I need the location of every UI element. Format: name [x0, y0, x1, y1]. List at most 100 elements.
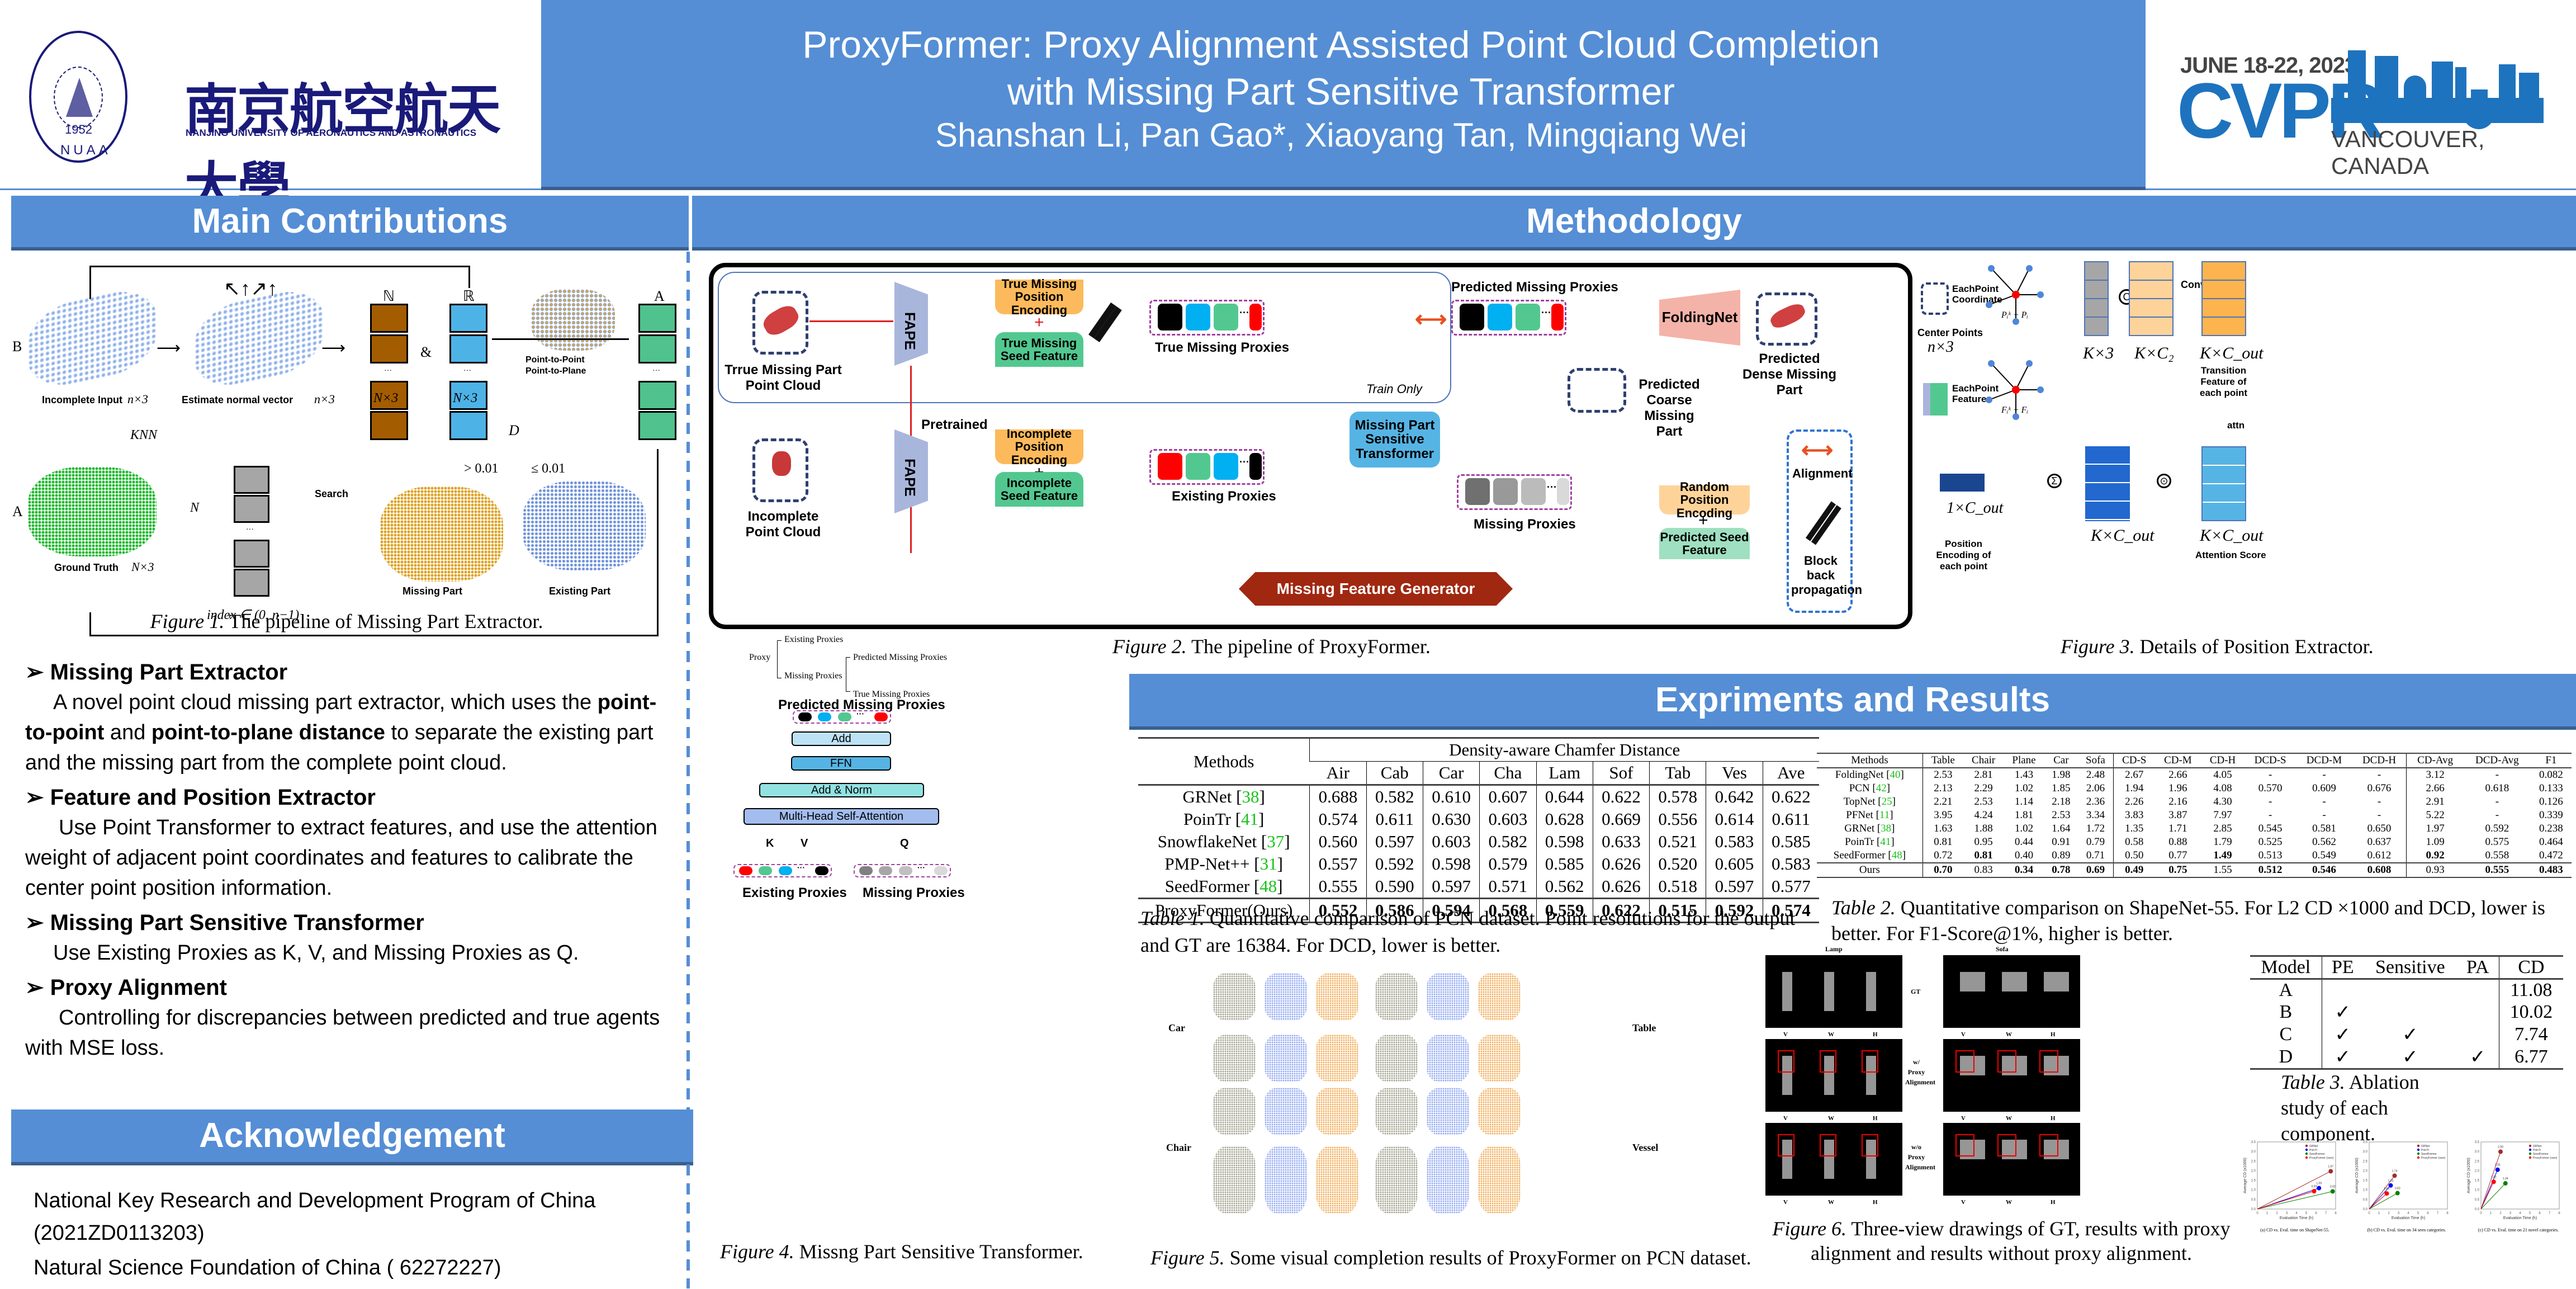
citation-link[interactable]: 25	[1881, 796, 1892, 808]
cell-value: 1.96	[2168, 782, 2187, 794]
highlight-box	[1955, 1134, 1974, 1156]
legend-label: GRNet	[2309, 1145, 2318, 1148]
citation-link[interactable]: 38	[1881, 823, 1892, 834]
x-tick-label: 3	[2398, 1212, 2400, 1215]
text-run: and	[104, 721, 151, 744]
legend-label: PoinTr	[2533, 1149, 2541, 1152]
label-vessel: Vessel	[1632, 1142, 1659, 1153]
label: FoldingNet	[1661, 309, 1738, 326]
citation-link[interactable]: 31	[1259, 854, 1277, 874]
figure-2: Train Only Trrue Missing Part Point Clou…	[709, 263, 1912, 629]
legend-label: ProxyFormer (ours)	[2309, 1156, 2334, 1160]
table-2-caption: Table 2. Quantitative comparison on Shap…	[1831, 895, 2569, 946]
label-search: Search	[315, 488, 349, 499]
cell-value: 0.556	[1649, 808, 1706, 830]
cell-value: 2.66	[2426, 782, 2445, 794]
ack-line: (2021ZD0113203)	[34, 1221, 205, 1245]
view-shape	[1824, 1140, 1834, 1179]
true-missing-pe-box: True Missing Position Encoding	[995, 277, 1083, 317]
cell-value: 0.562	[2312, 836, 2336, 848]
proxy-tree: Existing Proxies Proxy Missing Proxies P…	[704, 629, 1129, 775]
cell-value: 7.97	[2213, 809, 2232, 821]
incomplete-input-pointcloud	[28, 282, 157, 394]
label-real-set: ℝ	[463, 288, 475, 304]
cell-value: 0.50	[2125, 849, 2144, 861]
citation-link[interactable]: 40	[1890, 769, 1901, 781]
cell-value: 0.483	[2539, 864, 2563, 876]
table-3-caption: Table 3. Ablation study of each componen…	[2281, 1069, 2460, 1146]
th-col: Ave	[1762, 761, 1819, 785]
x-tick-label: 0	[2480, 1212, 2482, 1215]
label-transition: Transition Feature of each point	[2199, 365, 2247, 398]
y-tick-label: 2.5	[2363, 1160, 2368, 1163]
contribution-title: Proxy Alignment	[50, 975, 227, 1000]
cell-value: 0.622	[1592, 898, 1650, 923]
tree-missing: Missing Proxies	[784, 671, 842, 681]
mhsa-box: Multi-Head Self-Attention	[744, 808, 939, 825]
cell-value: 0.574	[1309, 808, 1367, 830]
label-predicted-dense: Predicted Dense Missing Part	[1742, 351, 1837, 398]
citation-link[interactable]: 11	[1879, 809, 1890, 821]
completion-thumbnail	[1375, 973, 1418, 1021]
cell-value: 4.08	[2213, 782, 2232, 794]
x-tick-label: 3	[2286, 1212, 2288, 1215]
cell-value: 1.98	[2052, 769, 2071, 781]
ellipsis: ···	[1541, 307, 1551, 318]
citation-link[interactable]: 48	[1891, 849, 1902, 861]
data-point-circle	[2498, 1149, 2503, 1154]
citation-link[interactable]: 48	[1259, 876, 1277, 896]
predicted-missing-proxies-row: ···	[1451, 300, 1566, 336]
cell-value: -	[2352, 768, 2407, 782]
data-label: 0.81	[2384, 1187, 2390, 1191]
block-legend-icon	[1805, 501, 1836, 541]
chart-title: (c) CD vs. Eval. time on 21 novel catego…	[2478, 1227, 2559, 1233]
th-col: Sof	[1592, 761, 1650, 785]
citation-link[interactable]: 38	[1242, 787, 1259, 806]
cell-value: 0.642	[1706, 785, 1763, 808]
cell-value: 2.06	[2078, 782, 2114, 795]
th-col: Tab	[1649, 761, 1706, 785]
view-label: H	[2051, 1031, 2056, 1038]
authors: Shanshan Li, Pan Gao*, Xiaoyang Tan, Min…	[935, 116, 1748, 154]
tree-true: True Missing Proxies	[853, 690, 930, 699]
cell-value: 0.583	[1706, 830, 1763, 853]
citation-link[interactable]: 41	[1880, 836, 1891, 848]
view-shape	[1782, 1056, 1792, 1095]
cell-value: 1.88	[1974, 823, 1993, 834]
train-only-region	[718, 272, 1451, 403]
section-title: Main Contributions	[192, 202, 508, 240]
th-col: CD-H	[2209, 754, 2236, 766]
ack-line: National Key Research and Development Pr…	[34, 1189, 596, 1212]
cell-value: 1.55	[2213, 864, 2232, 876]
label-missing-proxies: Missing Proxies	[863, 885, 965, 900]
label-fk-minus: Fᵢᵏ − Fᵢ	[2001, 405, 2028, 415]
acknowledgement-text: National Key Research and Development Pr…	[34, 1184, 595, 1284]
cell-value: -	[2322, 796, 2326, 808]
a-matrix: ···	[638, 304, 676, 449]
arrow-icon: ⟶	[157, 339, 181, 357]
cell-value: 0.582	[1479, 830, 1537, 853]
view-label: V	[1961, 1115, 1966, 1122]
citation-link[interactable]: 41	[1241, 809, 1259, 829]
completion-thumbnail	[1213, 973, 1256, 1021]
citation-link[interactable]: 37	[1267, 832, 1285, 851]
cell-check	[2456, 1023, 2499, 1046]
th-col: Sensitive	[2375, 957, 2445, 978]
label-attn: attn	[2227, 420, 2245, 431]
label-gt: GT	[1911, 988, 1921, 995]
contribution-item: ➢ Feature and Position Extractor Use Poi…	[25, 782, 679, 903]
x-tick-label: 6	[2315, 1212, 2317, 1215]
label-predicted-missing-proxies: Predicted Missing Proxies	[778, 697, 945, 712]
cell-value: 2.81	[1974, 769, 1993, 781]
arrow-icon: ⟶	[321, 339, 346, 357]
legend-label: ProxyFormer (ours)	[2533, 1156, 2558, 1160]
citation-link[interactable]: 42	[1876, 782, 1887, 794]
cell-value: 3.95	[1934, 809, 1953, 821]
view-shape	[2002, 972, 2027, 991]
cell-value: 0.568	[1479, 898, 1537, 923]
table-row: C✓✓7.74	[2250, 1023, 2563, 1046]
data-label: 0.92	[2330, 1185, 2336, 1188]
cell-check	[2456, 979, 2499, 1001]
